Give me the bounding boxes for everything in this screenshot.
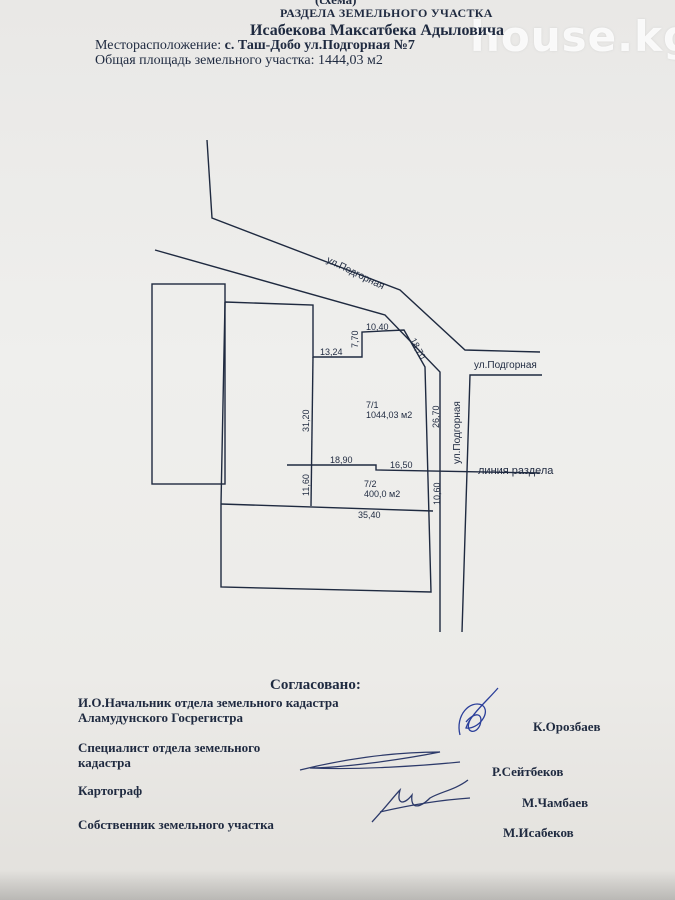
approver-role-2-line2: кадастра bbox=[78, 755, 131, 770]
dim-18-90: 18,90 bbox=[330, 455, 353, 465]
street-label-vertical: ул.Подгорная bbox=[452, 401, 463, 464]
area-value: 1444,03 м2 bbox=[318, 53, 383, 68]
approval-heading: Согласовано: bbox=[270, 677, 361, 693]
signature-orozbaev bbox=[458, 687, 499, 736]
photo-shadow bbox=[0, 870, 675, 900]
dim-31-20: 31,20 bbox=[301, 409, 311, 432]
street-boundary-right bbox=[461, 374, 542, 633]
street-boundary-outer bbox=[206, 139, 541, 353]
plot2-area: 400,0 м2 bbox=[364, 489, 400, 499]
document-subtitle: РАЗДЕЛА ЗЕМЕЛЬНОГО УЧАСТКА bbox=[280, 6, 493, 20]
plot1-area: 1044,03 м2 bbox=[366, 410, 412, 420]
approver-role-4-line1: Собственник земельного участка bbox=[78, 817, 274, 832]
approver-name-1: К.Орозбаев bbox=[533, 719, 601, 734]
watermark: house.kg bbox=[470, 12, 675, 61]
signature-seitbekov bbox=[299, 751, 461, 771]
dim-18-70: 18,70 bbox=[408, 336, 427, 361]
dim-35-40: 35,40 bbox=[358, 510, 381, 520]
dim-10-40: 10,40 bbox=[366, 322, 389, 332]
division-line bbox=[287, 464, 541, 474]
dim-10-60: 10,60 bbox=[432, 482, 442, 505]
plot-outline bbox=[220, 301, 432, 593]
approver-role-1-line2: Аламудунского Госрегистра bbox=[78, 710, 244, 725]
approver-role-2-line1: Специалист отдела земельного bbox=[78, 740, 261, 755]
plot2-number: 7/2 bbox=[364, 479, 377, 489]
dim-7-70: 7,70 bbox=[350, 330, 360, 348]
neighbour-plot bbox=[151, 283, 226, 485]
plot2-top-line bbox=[220, 503, 434, 512]
location-label: Месторасположение: bbox=[95, 38, 222, 53]
dim-11-60: 11,60 bbox=[301, 474, 311, 496]
location-value: с. Таш-Добо ул.Подгорная №7 bbox=[224, 38, 415, 53]
approver-name-4: М.Исабеков bbox=[503, 825, 574, 840]
dim-26-70: 26,70 bbox=[431, 405, 441, 428]
area-label: Общая площадь земельного участка: bbox=[95, 53, 315, 68]
plot1-number: 7/1 bbox=[366, 400, 379, 410]
dim-16-50: 16,50 bbox=[390, 460, 413, 470]
approver-name-2: Р.Сейтбеков bbox=[492, 764, 564, 779]
street-boundary-inner bbox=[154, 249, 441, 632]
street-label-top: ул.Подгорная bbox=[325, 255, 386, 292]
street-label-right: ул.Подгорная bbox=[474, 360, 537, 371]
owner-name: Исабекова Максатбека Адыловича bbox=[250, 22, 505, 39]
location-line: Месторасположение: с. Таш-Добо ул.Подгор… bbox=[95, 38, 415, 54]
area-line: Общая площадь земельного участка: 1444,0… bbox=[95, 53, 383, 69]
approver-name-3: М.Чамбаев bbox=[522, 795, 589, 810]
document-title: (схема) bbox=[315, 0, 356, 8]
signature-chambaev bbox=[371, 779, 471, 823]
approver-role-1-line1: И.О.Начальник отдела земельного кадастра bbox=[78, 695, 339, 710]
dim-13-24: 13,24 bbox=[320, 347, 343, 357]
plot-middle-line bbox=[310, 356, 314, 507]
approver-role-3-line1: Картограф bbox=[78, 783, 143, 798]
division-line-label: линия раздела bbox=[478, 465, 554, 477]
